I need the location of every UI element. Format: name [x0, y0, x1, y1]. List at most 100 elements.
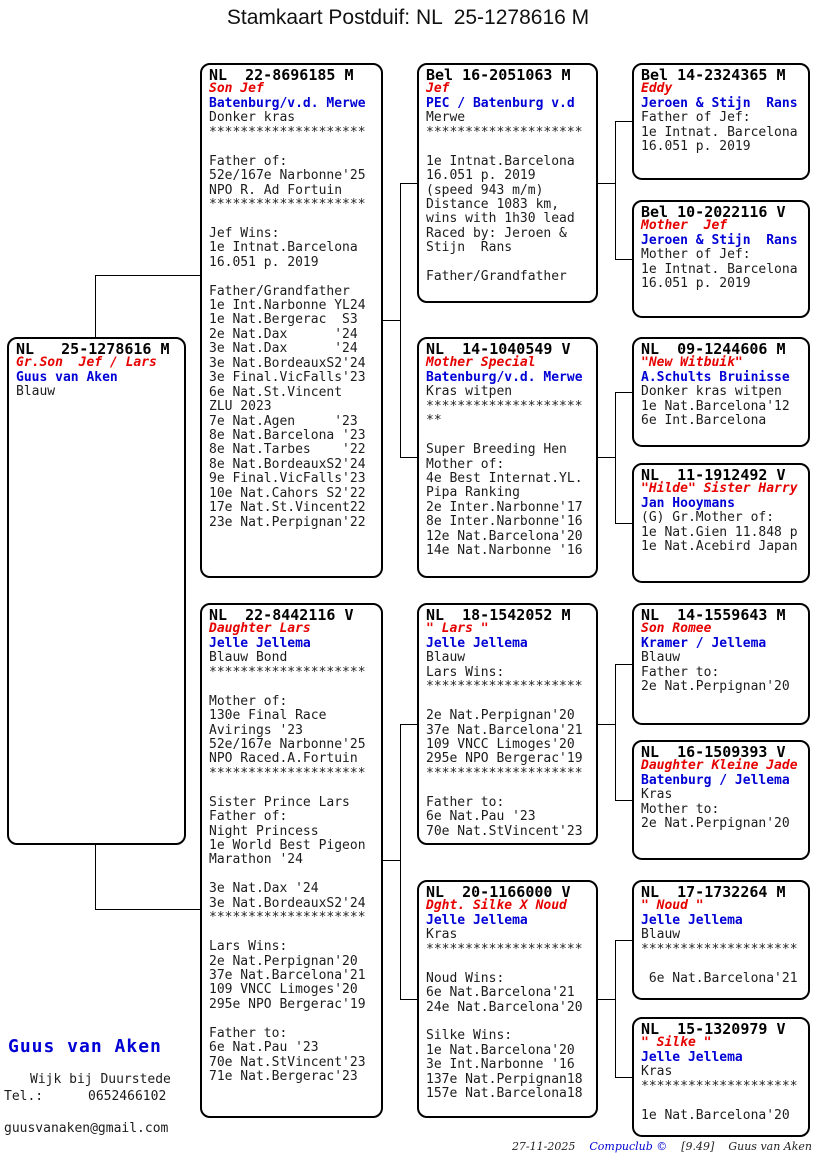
box-line — [209, 1012, 381, 1026]
box-line: 23e Nat.Perpignan'22 — [209, 514, 366, 530]
box-line: Kras — [641, 1064, 673, 1080]
box-line: NL 22-8696185 M — [209, 66, 354, 84]
box-line: Dght. Silke X Noud — [426, 898, 567, 914]
pedigree-connector-line — [615, 121, 632, 122]
box-line: Jelle Jellema — [641, 912, 743, 928]
box-line: NL 11-1912492 V — [641, 466, 786, 484]
fancier-email: guusvanaken@gmail.com — [4, 1121, 169, 1136]
box-line: Bel 10-2022116 V — [641, 203, 786, 221]
box-line: "New Witbuik" — [641, 355, 743, 371]
ggfather-pm-box: NL 09-1244606 M"New Witbuik"A.Schults Br… — [632, 337, 810, 447]
box-line: 3e Int.Narbonne '16 — [426, 1057, 575, 1073]
box-line: (speed 943 m/m) — [426, 182, 544, 198]
pedigree-connector-line — [615, 121, 616, 259]
box-line: Jelle Jellema — [426, 912, 528, 928]
box-line: Merwe — [426, 110, 466, 126]
box-line: 6e Nat.Barcelona'21 — [641, 970, 798, 986]
box-line: NL 15-1320979 V — [641, 1020, 786, 1038]
box-line: Marathon '24 — [209, 852, 303, 868]
box-line: 8e Nat.Tarbes '22 — [209, 442, 366, 458]
box-line: Blauw — [641, 650, 681, 666]
box-line: 70e Nat.StVincent'23 — [426, 823, 583, 839]
box-line: Father of: — [209, 153, 288, 169]
box-line: 37e Nat.Barcelona'21 — [426, 722, 583, 738]
box-line: 2e Nat.Perpignan'20 — [209, 953, 358, 969]
print-credit: Guus van Aken — [728, 1140, 812, 1153]
pedigree-connector-line — [400, 724, 417, 725]
fancier-city: Wijk bij Duurstede — [30, 1072, 171, 1087]
pedigree-connector-line — [615, 940, 616, 1077]
box-line: Jan Hooymans — [641, 495, 735, 511]
box-line: 6e Nat.Pau '23 — [209, 1040, 319, 1056]
box-line: ******************** — [209, 910, 366, 926]
box-line: " Noud " — [641, 898, 704, 914]
box-line: Blauw — [16, 384, 56, 400]
box-line: NL 14-1040549 V — [426, 340, 571, 358]
box-line: Kras — [641, 787, 673, 803]
box-line — [641, 957, 808, 971]
box-line: ******************** — [641, 941, 798, 957]
box-line: Donker kras witpen — [641, 384, 782, 400]
box-line: Mother to: — [641, 801, 720, 817]
box-line: ******************** — [426, 941, 583, 957]
box-line: ******************** — [641, 1078, 798, 1094]
box-line: Pipa Ranking — [426, 485, 520, 501]
software-name: Compuclub © — [589, 1140, 668, 1153]
box-line — [426, 140, 596, 154]
fancier-tel-label: Tel.: — [4, 1089, 44, 1104]
box-line: 3e Final.VicFalls'23 — [209, 370, 366, 386]
pedigree-connector-line — [95, 909, 200, 910]
box-line: 16.051 p. 2019 — [641, 139, 751, 155]
box-line: NL 20-1166000 V — [426, 883, 571, 901]
pedigree-connector-line — [400, 183, 417, 184]
box-line: Daughter Lars — [209, 621, 311, 637]
box-line: 109 VNCC Limoges'20 — [209, 982, 358, 998]
software-version: [9.49] — [681, 1140, 715, 1153]
box-line: Stijn Rans — [426, 240, 513, 256]
box-line: Father of: — [209, 809, 288, 825]
pedigree-connector-line — [615, 664, 616, 800]
pedigree-connector-line — [615, 259, 632, 260]
box-line: Jef — [426, 81, 450, 97]
box-line: 109 VNCC Limoges'20 — [426, 736, 575, 752]
pedigree-connector-line — [95, 275, 200, 276]
pedigree-connector-line — [400, 999, 417, 1000]
box-line — [209, 140, 381, 154]
box-line: Silke Wins: — [426, 1028, 513, 1044]
box-line — [426, 957, 596, 971]
box-line: NPO R. Ad Fortuin — [209, 182, 343, 198]
pedigree-connector-line — [400, 183, 401, 457]
box-line: A.Schults Bruinisse — [641, 369, 790, 385]
box-line: 8e Nat.Barcelona '23 — [209, 427, 366, 443]
box-line: 1e Intnat. Barcelona — [641, 124, 798, 140]
box-line: 2e Nat.Dax '24 — [209, 326, 358, 342]
pedigree-connector-line — [598, 724, 615, 725]
box-line: 2e Nat.Perpignan'20 — [426, 708, 575, 724]
box-line: Noud Wins: — [426, 970, 505, 986]
box-line — [209, 270, 381, 284]
box-line: NL 25-1278616 M — [16, 340, 170, 358]
box-line: ******************** — [209, 664, 366, 680]
box-line: Kras — [426, 927, 458, 943]
box-line: 1e Nat.Barcelona'20 — [426, 1042, 575, 1058]
box-line: 7e Nat.Agen '23 — [209, 413, 358, 429]
box-line: 3e Nat.Dax '24 — [209, 881, 319, 897]
box-line: Mother Jef — [641, 218, 728, 234]
box-line: " Lars " — [426, 621, 489, 637]
box-line: 2e Nat.Perpignan'20 — [641, 679, 790, 695]
box-line: Blauw Bond — [209, 650, 288, 666]
box-line: 1e Nat.Bergerac S3 — [209, 312, 358, 328]
box-line: 1e Nat.Barcelona'12 — [641, 398, 790, 414]
box-line: Donker kras — [209, 110, 296, 126]
box-line: Jeroen & Stijn Rans — [641, 95, 798, 111]
box-line: 16.051 p. 2019 — [641, 276, 751, 292]
